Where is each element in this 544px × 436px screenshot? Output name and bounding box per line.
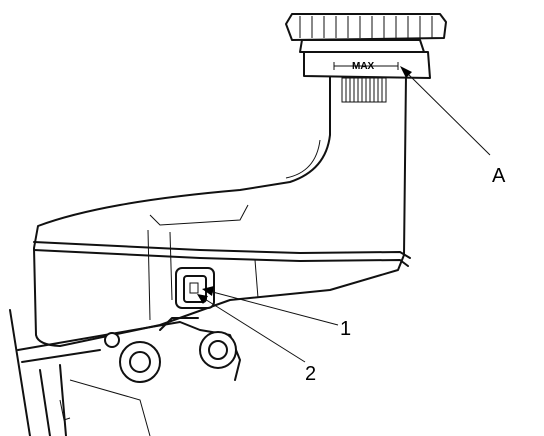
- reservoir-cap: MAX: [285, 13, 447, 103]
- arrow-a-head: [400, 66, 412, 78]
- callout-2: 2: [305, 363, 316, 385]
- arrow-2-head: [197, 294, 208, 304]
- max-level-label: MAX: [352, 61, 375, 72]
- leader-1: [204, 289, 339, 326]
- callout-1: 1: [340, 318, 351, 340]
- callout-a: A: [492, 165, 506, 187]
- leader-lines: [197, 66, 491, 363]
- arrow-1-head: [202, 286, 214, 296]
- reservoir-tank: [33, 69, 411, 347]
- leader-2: [199, 295, 306, 363]
- mounting-bracket: [9, 309, 241, 436]
- leader-a: [401, 67, 491, 156]
